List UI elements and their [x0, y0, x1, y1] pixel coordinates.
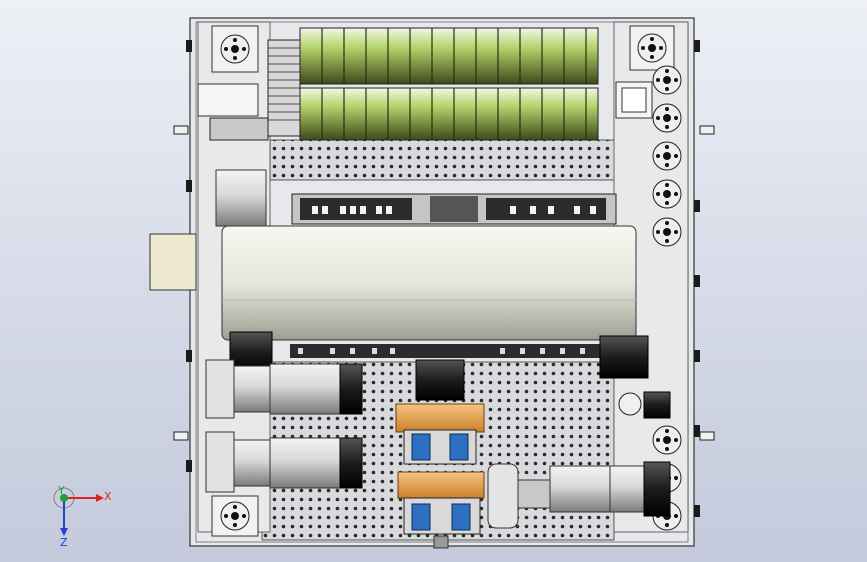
triad-z-label: Z	[60, 536, 68, 549]
left-bracket	[149, 169, 267, 291]
connector-strip	[291, 193, 617, 225]
perforated-plate-upper	[269, 139, 616, 181]
right-rail	[613, 21, 689, 533]
triad-x-label: X	[104, 490, 112, 503]
motor-right	[487, 461, 671, 529]
linear-slide-assembly	[395, 403, 485, 549]
lower-connector-strip	[290, 344, 610, 358]
side-fasteners	[173, 40, 715, 517]
servo-center	[415, 359, 465, 401]
main-cylinder	[221, 225, 637, 341]
roller-stack-top	[299, 27, 599, 85]
servo-right	[599, 335, 649, 379]
roller-stack-bottom	[299, 87, 599, 141]
triad-y-label: Y	[57, 484, 65, 497]
motor-lower-left	[205, 431, 363, 493]
motor-upper-left	[205, 359, 363, 419]
servo-left	[229, 331, 273, 373]
bevel-gear	[209, 39, 301, 141]
small-actuator	[618, 391, 671, 419]
coordinate-triad-icon	[53, 487, 104, 536]
